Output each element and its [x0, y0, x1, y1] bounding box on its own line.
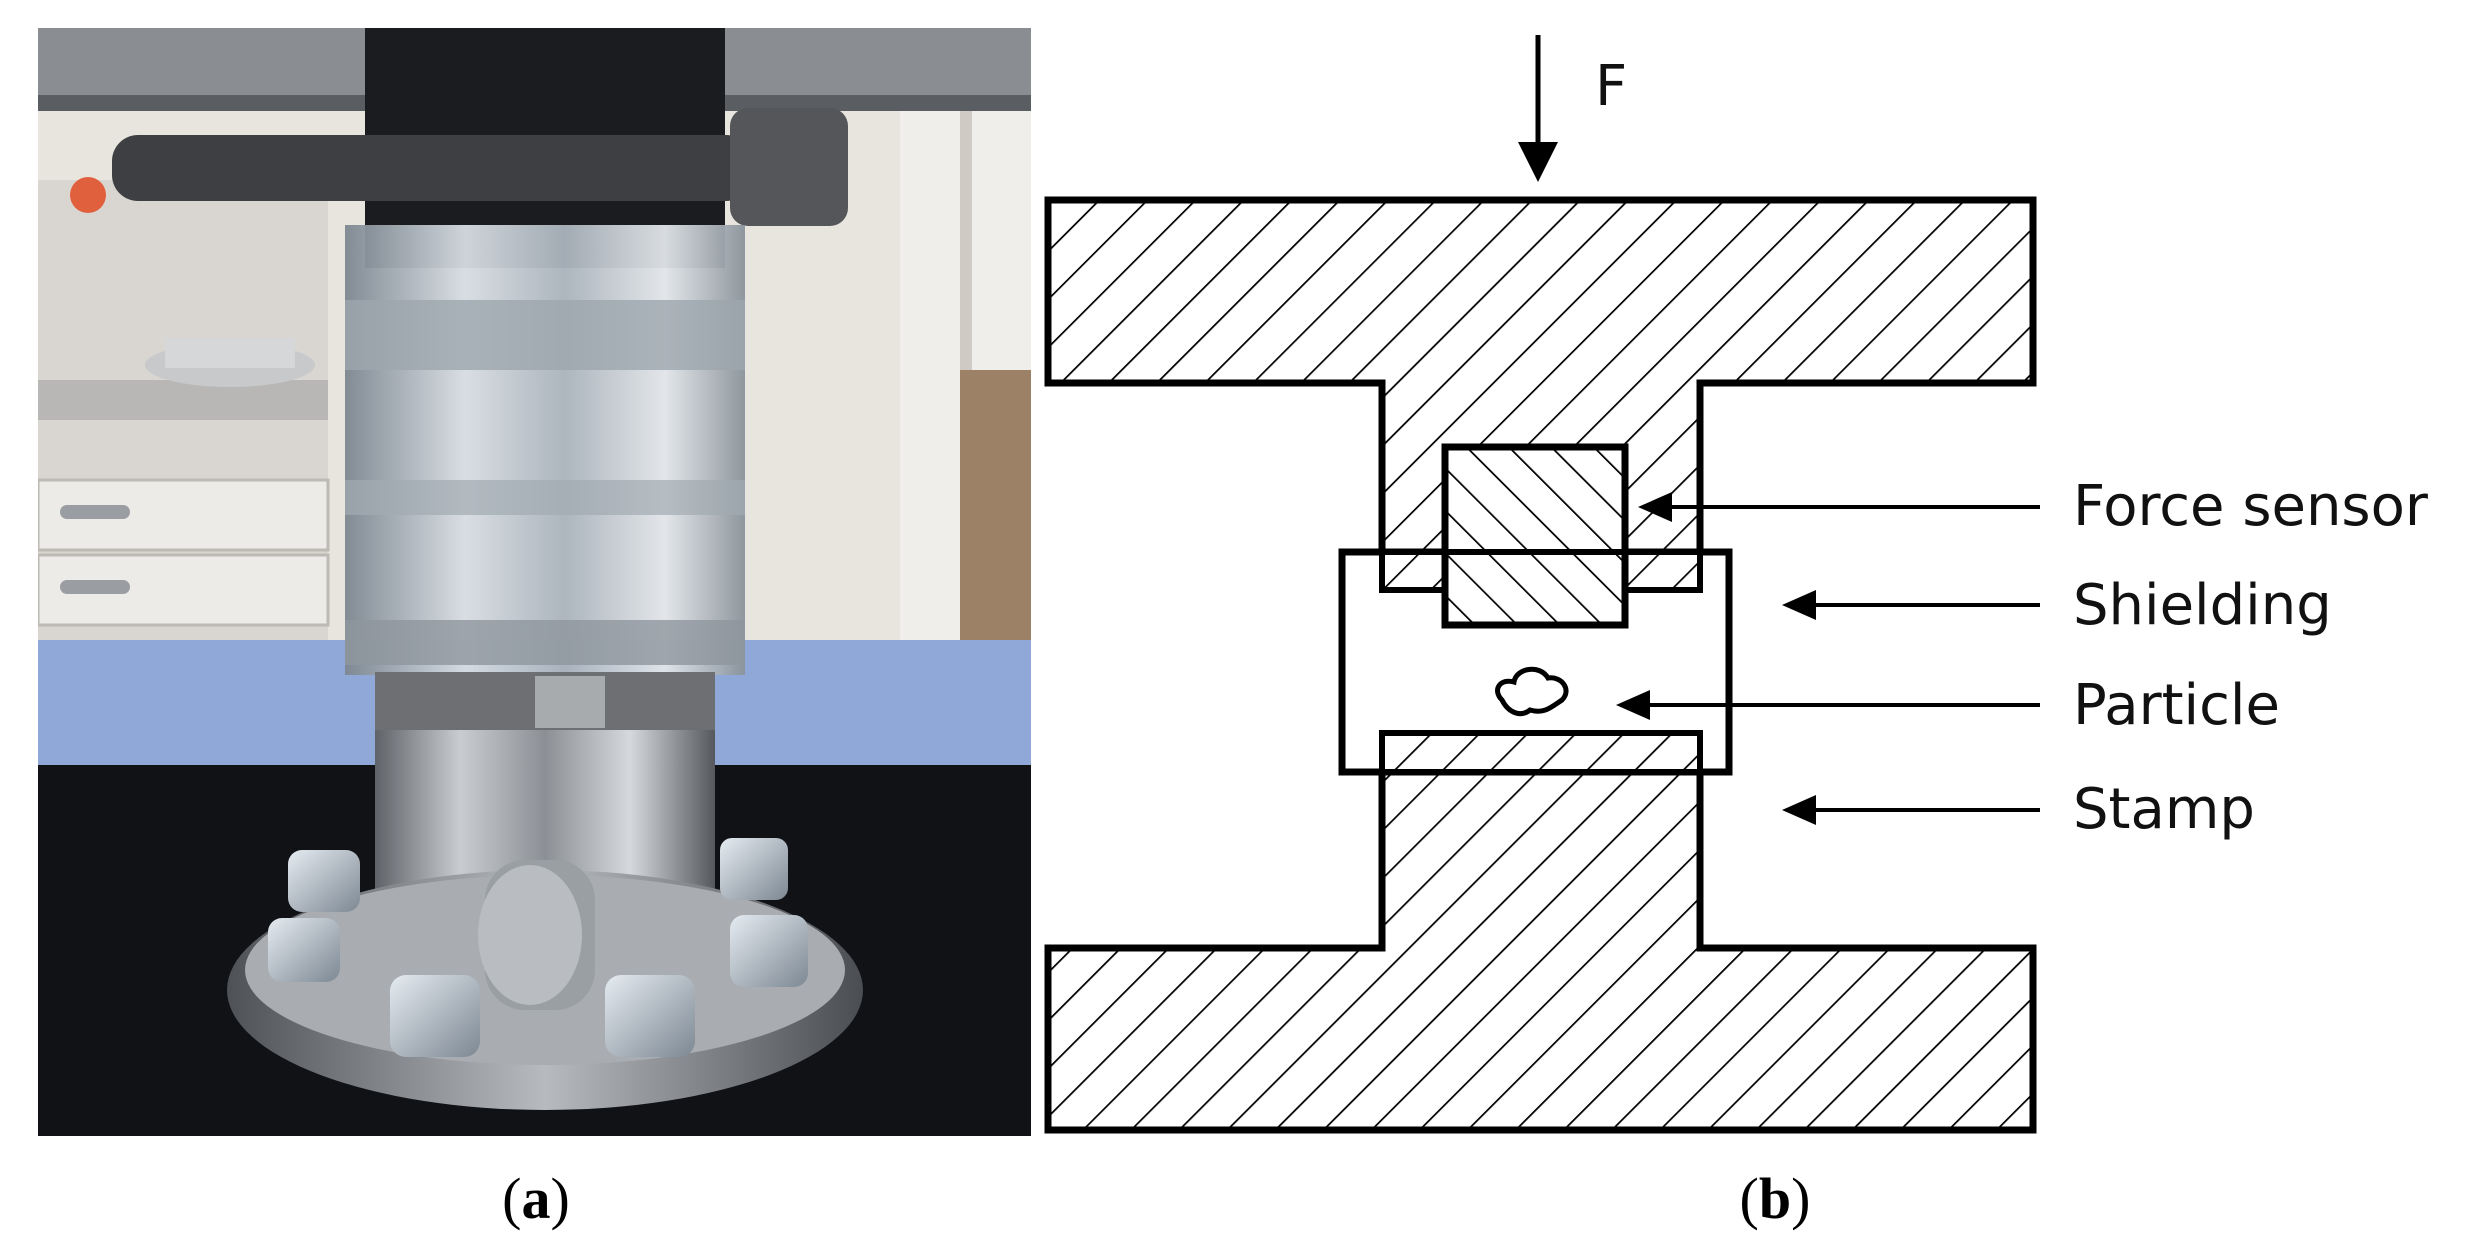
base-bolts [268, 838, 808, 1057]
leader-shielding [1782, 590, 2040, 620]
clamp-ring-gap [535, 676, 605, 728]
side-bolt-head [730, 108, 848, 226]
wall-sticker [70, 177, 106, 213]
label-particle: Particle [2073, 673, 2280, 738]
brown-box [960, 370, 1031, 640]
cabinet-drawer [38, 553, 330, 627]
label-force-sensor: Force sensor [2073, 474, 2429, 539]
leader-force-sensor [1638, 492, 2040, 522]
label-stamp: Stamp [2073, 777, 2255, 842]
drawer-handle [60, 505, 130, 519]
force-label: F [1595, 54, 1627, 119]
caption-a: (a) [502, 1166, 570, 1231]
lower-body [1044, 729, 2037, 1134]
force-sensor-block [1441, 443, 1629, 629]
side-bolt-shaft [112, 135, 752, 201]
label-shielding: Shielding [2073, 573, 2332, 638]
force-arrow [1518, 35, 1558, 182]
photo-panel [38, 28, 1031, 1136]
front-knob-face [478, 865, 582, 1005]
lower-body-inner [1379, 730, 1703, 775]
schematic-panel: F Force senso [1044, 35, 2429, 1134]
shelf-top [38, 380, 328, 420]
transparent-sleeve [345, 225, 745, 675]
particle-shape [1495, 666, 1569, 717]
sleeve-ring [345, 480, 745, 515]
shelf-dish [165, 338, 295, 368]
sleeve-ring [345, 620, 745, 665]
leader-particle [1616, 690, 2040, 720]
drawer-handle [60, 580, 130, 594]
leader-stamp [1782, 795, 2040, 825]
caption-b: (b) [1740, 1166, 1811, 1231]
sleeve-ring [345, 300, 745, 370]
